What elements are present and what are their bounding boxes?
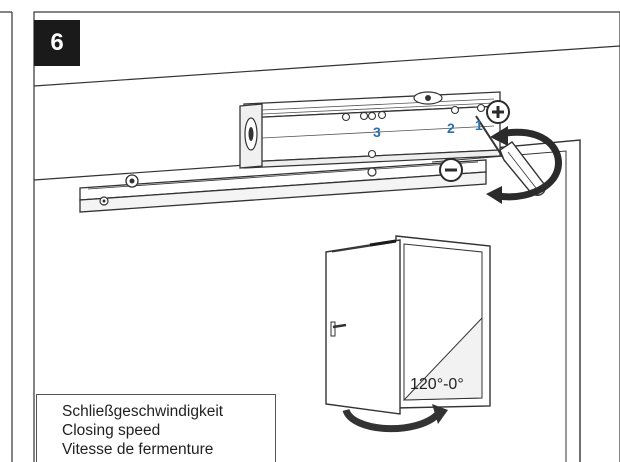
caption-english: Closing speed: [62, 422, 161, 439]
ceiling-line: [33, 45, 620, 87]
adjustment-marker-1: 1: [475, 117, 483, 133]
caption-german: Schließgeschwindigkeit: [62, 403, 224, 420]
wall-line: [33, 162, 276, 181]
adjustment-marker-2: 2: [447, 120, 455, 136]
caption-french: Vitesse de fermenture: [62, 441, 214, 458]
slide-rail: [79, 159, 487, 213]
closer-body: [239, 91, 501, 169]
plus-sign: [492, 106, 504, 118]
door-illustration: [325, 235, 491, 433]
caption-box: Schließgeschwindigkeit Closing speed Vit…: [36, 394, 276, 462]
closing-angle-label: 120°-0°: [410, 376, 464, 393]
adjustment-marker-3: 3: [373, 124, 381, 140]
rotation-arrow: [486, 126, 562, 204]
step-number-badge: 6: [34, 20, 80, 66]
door-frame-inner: [431, 150, 567, 462]
